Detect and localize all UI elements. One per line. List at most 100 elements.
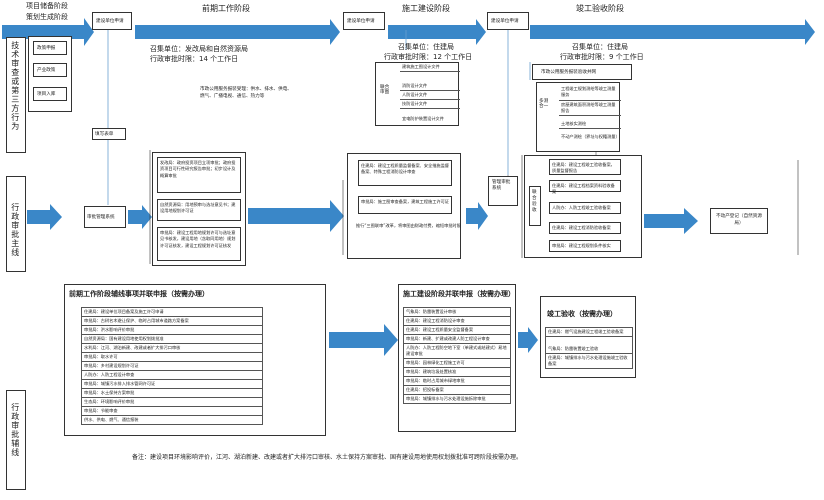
arrow-phase-3 [388,19,486,45]
acc-public-service: 市政公用服务报装验收并网 [532,64,632,80]
pre-public-service: 市政公用服务报装受理：供水、排水、供电、燃气、广播电视、通信、热力等 [200,87,292,100]
arrow-main-2 [128,205,152,229]
aux-con-item: 审批局：临时占用城市绿地审批 [404,377,510,386]
aux-pre-item: 审批局：城镇污水排入排水管网许可证 [82,380,262,389]
mgmt-system-box: 审批管理系统 [84,206,126,228]
con-doc-item: 技防设计文件 [400,100,460,109]
aux-preliminary-box: 前期工作阶段辅线事项并联申报（按需办理） 住建局：建设单位项目备案及施工许可申请… [64,284,326,436]
arrow-main-4 [466,202,488,230]
acc-item: 住建局：建设工程档案资料验收备案 [549,180,621,194]
aux-acc-item: 住建局：城镇排水与污水处理设施竣工验收备案 [548,354,628,366]
aux-con-list: 气象局：防雷装置设计审核 住建局：建设工程消防设计审查 住建局：建设工程质量安全… [403,307,511,404]
aux-con-item: 住建局：建设工程消防设计审查 [404,317,510,326]
acc-mgmt-sys: 管理审批系统 [488,176,518,206]
left-label-main: 行政审批主线 [10,203,20,257]
aux-pre-item: 审批局：古树名木避让保护、临时占用城市道路方案备案 [82,317,262,326]
con-doc-item: 人防设计文件 [400,91,460,100]
acc-item: 人防办：人防工程竣工验收备案 [549,202,621,214]
acc-survey-list: 工程竣工规划测绘等竣工测量服务 房屋建筑面积测绘等竣工测量报告 土地核实测绘 不… [559,85,621,141]
reserve-item-industry: 产业政策 [33,63,67,77]
aux-pre-item: 水利局：江河、湖泊新建、改建或者扩大排污口审核 [82,344,262,353]
apply-box-3: 建设单位申请 [487,12,529,30]
left-label-aux: 行政审批辅线 [10,403,20,457]
aux-con-item: 住建局：招投标备案 [404,386,510,395]
con-doc-item: 消防设计文件 [400,82,460,91]
aux-pre-title: 前期工作阶段辅线事项并联申报（按需办理） [69,290,209,298]
left-label-main-box: 行政审批主线 [6,176,26,272]
reserve-group: 政策申报 产业政策 项目入库 [28,36,72,112]
aux-con-item: 住建局：建设工程质量安全监督备案 [404,326,510,335]
arrow-aux-2 [518,327,538,353]
left-label-aux-box: 行政审批辅线 [6,390,26,490]
apply-box-2: 建设单位申请 [343,12,385,30]
acc-survey-item: 工程竣工规划测绘等竣工测量服务 [559,85,621,101]
pre-box-development: 发改局：政府投资项目立项审批；政府投资项目可行性研究报告审批；初步设计及概算审批 [157,157,241,193]
aux-acc-list: 住建局：燃气设施建设工程竣工验收备案 气象局：防雷装置竣工验收 住建局：城镇排水… [545,327,633,369]
aux-pre-item: 审批局：节能审查 [82,407,262,416]
aux-pre-item: 人防办：人防工程设计审查 [82,371,262,380]
acc-item: 住建局：建设工程竣工验收备案，质量监督报告 [549,159,621,175]
acc-convener-line2: 行政审批时限：9 个工作日 [560,53,644,61]
con-box-housing: 住建局：建设工程质量监督备案、安全措施监督备案、特殊工程消防设计审查 [358,160,452,186]
con-joint-review: 联合审图 建筑施工图设计文件 消防设计文件 人防设计文件 技防设计文件 宜电防护… [375,62,460,126]
acc-joint-label: 多测合一 [539,99,549,110]
aux-construction-box: 施工建设阶段并联申报（按需办理） 气象局：防雷装置设计审核 住建局：建设工程消防… [398,284,516,432]
aux-acceptance-box: 竣工验收（按需办理） 住建局：燃气设施建设工程竣工验收备案 气象局：防雷装置竣工… [540,296,636,378]
pre-convener-line2: 行政审批时限：14 个工作日 [150,55,239,63]
phase-plan-generation: 策划生成阶段 [26,13,68,21]
reserve-item-policy: 政策申报 [33,41,67,55]
acc-convener-line1: 召集单位：住建局 [572,43,628,51]
aux-con-item: 审批局：新建、扩建或改建人防工程设计审查 [404,335,510,344]
property-registration: 不动产登记（自然资源局） [710,208,768,234]
aux-con-item: 人防办：人防工程防空地下室（单建式或结建式）易地建设审批 [404,344,510,359]
reserve-item-library: 项目入库 [33,87,67,101]
pre-box-natural-resources: 自然资源局：用地预审与选址意见书；建设用地规划许可证 [157,199,241,221]
phase-construction: 施工建设阶段 [402,4,450,13]
acc-survey-item: 房屋建筑面积测绘等竣工测量报告 [559,101,621,117]
aux-acc-item: 住建局：燃气设施建设工程竣工验收备案 [546,328,632,337]
aux-con-item: 审批局：建筑垃圾处置核准 [404,368,510,377]
con-note: 推行“三图联审”改革，将审图由财政付费，缩短审批时限 [356,223,461,228]
aux-acc-item: 气象局：防雷装置竣工验收 [546,345,632,354]
acc-joint-accept-label: 联合验收 [529,186,541,226]
acc-survey-item: 不动产测绘（界址与权籍测量） [561,134,620,140]
aux-con-item: 审批局：城镇排水与污水处理设施拆除审批 [406,396,486,401]
arrow-aux-1 [329,324,398,356]
fill-form-box: 填写表单 [92,128,126,140]
con-convener-line1: 召集单位：住建局 [398,43,454,51]
phase-preliminary: 前期工作阶段 [202,4,250,13]
aux-acc-title: 竣工验收（按需办理） [547,310,617,318]
aux-pre-item: 供水、供电、燃气、通信报装 [84,417,139,422]
pre-convener-line1: 召集单位：发改局和自然资源局 [150,45,248,53]
acc-item: 审批局：建设工程规划条件核实 [549,240,621,252]
con-joint-label: 联合审图 [380,85,390,96]
aux-con-title: 施工建设阶段并联申报（按需办理） [403,290,515,298]
aux-pre-item: 审批局：取水许可 [82,353,262,362]
arrow-main-1 [27,204,62,230]
aux-pre-item: 住建局：建设单位项目备案及施工许可申请 [82,308,262,317]
aux-pre-item: 生态局：环境影响评价审批 [82,398,262,407]
con-doc-list: 建筑施工图设计文件 消防设计文件 人防设计文件 技防设计文件 宜电防护装置设计文… [400,63,460,123]
acc-survey-group: 多测合一 工程竣工规划测绘等竣工测量服务 房屋建筑面积测绘等竣工测量报告 土地核… [536,82,621,152]
arrow-phase-4 [530,19,815,45]
aux-pre-item: 自然资源局：国有建设用地使用权划拨批准 [82,335,262,344]
arrow-main-3 [248,200,344,232]
phase-acceptance: 竣工验收阶段 [576,4,624,13]
acc-joint-group: 联合验收 住建局：建设工程竣工验收备案，质量监督报告 住建局：建设工程档案资料验… [524,155,642,258]
aux-pre-item: 审批局：乡村建设规划许可证 [82,362,262,371]
footnote: 备注：建设项目环境影响评价，江河、湖泊新建、改建或者扩大排污口审核、水土保持方案… [132,454,523,461]
aux-con-item: 气象局：防雷装置设计审核 [404,308,510,317]
left-label-tech-box: 技术审查或第三方行为 [6,37,26,153]
aux-pre-item: 审批局：洪水影响评价审批 [82,326,262,335]
aux-con-item: 审批局：园林绿化工程施工许可 [404,359,510,368]
phase-project-reserve: 项目储备阶段 [26,2,68,10]
con-doc-item: 建筑施工图设计文件 [400,63,460,72]
con-doc-item: 宜电防护装置设计文件 [402,116,444,121]
acc-survey-item: 土地核实测绘 [559,120,621,130]
con-convener-line2: 行政审批时限：12 个工作日 [384,53,473,61]
apply-box-1: 建设单位申请 [92,12,132,30]
arrow-main-5 [644,208,698,234]
arrow-phase-2 [135,19,340,45]
left-label-tech: 技术审查或第三方行为 [10,41,20,131]
